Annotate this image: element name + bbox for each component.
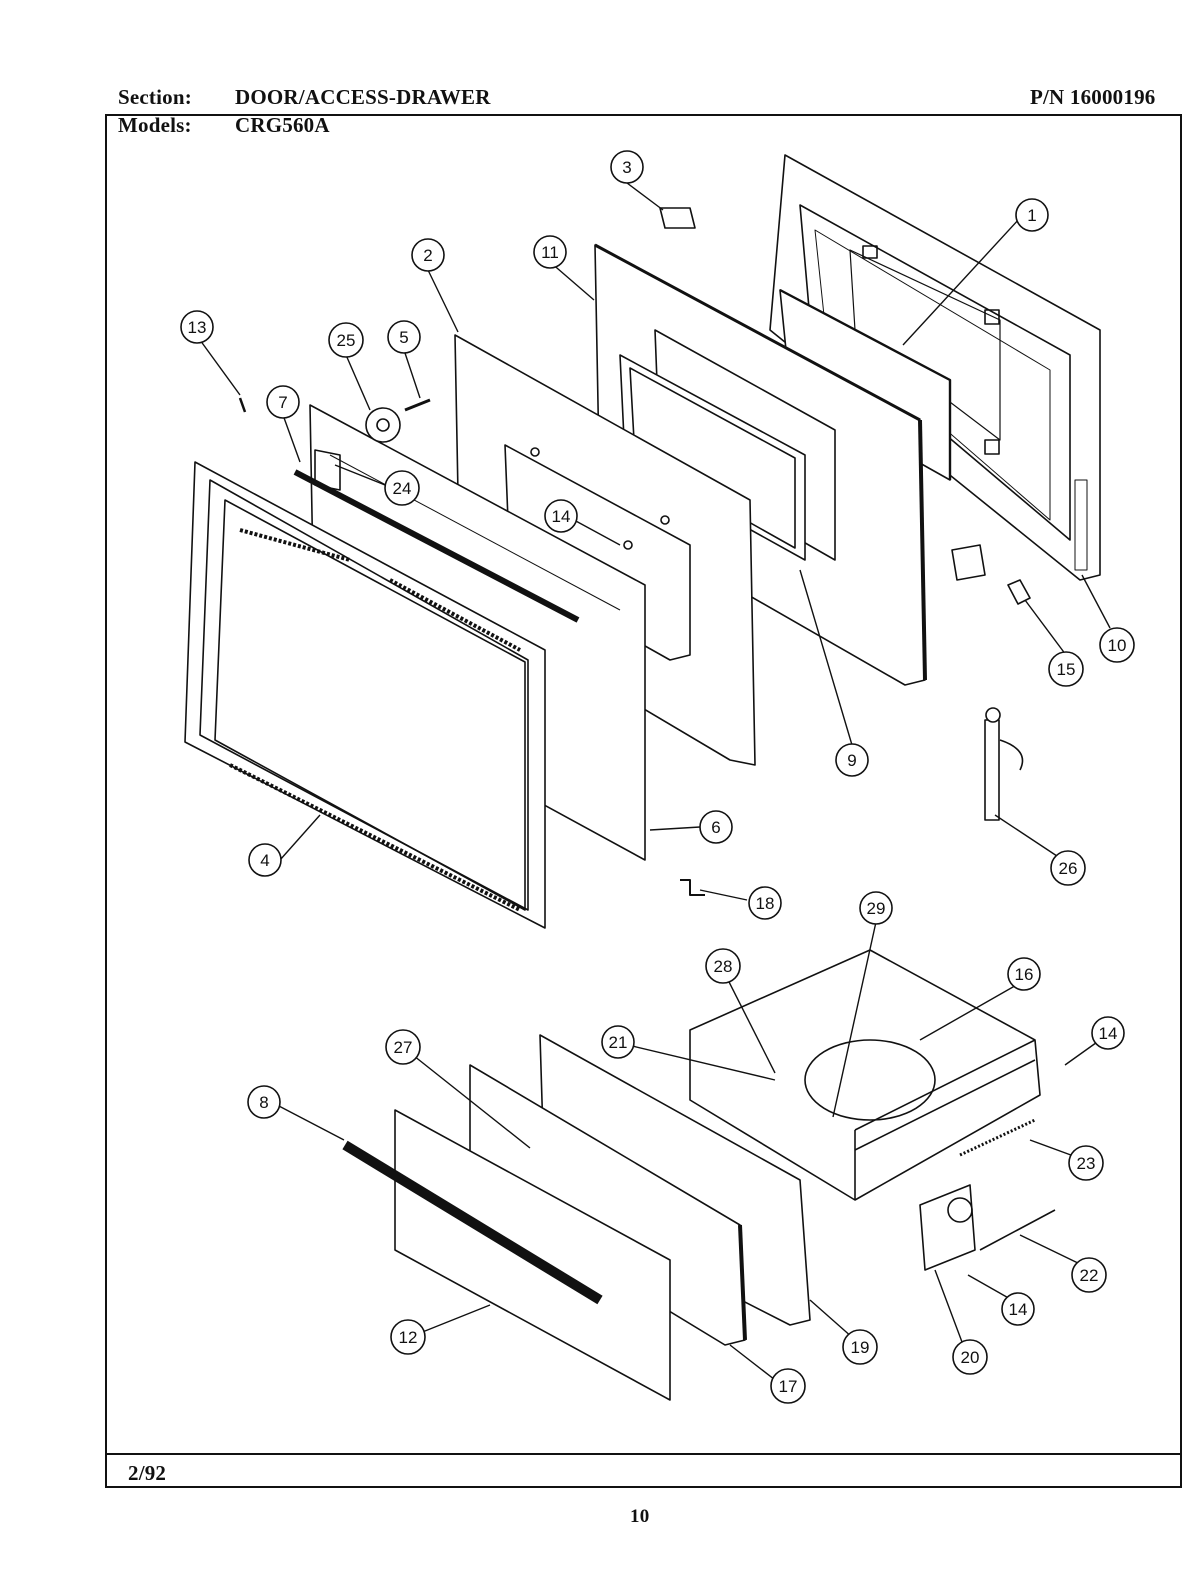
callout-23: 23: [1068, 1145, 1104, 1181]
callout-18: 18: [748, 886, 782, 920]
door-front-frame: [184, 461, 546, 929]
models-label: Models:: [118, 113, 192, 137]
svg-text:26: 26: [1059, 859, 1078, 878]
hinge-bracket-top: [659, 207, 696, 229]
callout-9: 9: [835, 743, 869, 777]
door-hinge: [984, 707, 1024, 821]
callout-28: 28: [705, 948, 741, 984]
svg-text:24: 24: [393, 479, 412, 498]
svg-text:15: 15: [1057, 660, 1076, 679]
leader-lines: [199, 182, 1111, 1384]
callout-14-a: 14: [544, 499, 578, 533]
screw: [404, 398, 431, 412]
svg-text:10: 10: [1108, 636, 1127, 655]
svg-text:3: 3: [622, 158, 631, 177]
callout-14-c: 14: [1001, 1292, 1035, 1326]
callout-19: 19: [842, 1329, 878, 1365]
svg-text:14: 14: [1009, 1300, 1028, 1319]
svg-text:19: 19: [851, 1338, 870, 1357]
svg-text:7: 7: [278, 393, 287, 412]
page-number: 10: [630, 1506, 650, 1527]
callout-1: 1: [1015, 198, 1049, 232]
latch-plug: [1007, 579, 1031, 605]
svg-text:1: 1: [1027, 206, 1036, 225]
callout-4: 4: [248, 843, 282, 877]
bushing: [365, 407, 401, 443]
svg-text:13: 13: [188, 318, 207, 337]
svg-text:20: 20: [961, 1348, 980, 1367]
models-value: CRG560A: [235, 113, 330, 137]
callout-12: 12: [390, 1319, 426, 1355]
callout-20: 20: [952, 1339, 988, 1375]
callout-21: 21: [601, 1025, 635, 1059]
door-outer-panel: [769, 154, 1101, 581]
svg-text:12: 12: [399, 1328, 418, 1347]
svg-text:17: 17: [779, 1377, 798, 1396]
svg-text:9: 9: [847, 751, 856, 770]
svg-text:21: 21: [609, 1033, 628, 1052]
callout-25: 25: [328, 322, 364, 358]
section-label: Section:: [118, 85, 192, 109]
window-frame: [619, 354, 806, 561]
svg-text:8: 8: [259, 1093, 268, 1112]
callout-22: 22: [1071, 1257, 1107, 1293]
drawer-bracket: [919, 1184, 976, 1271]
svg-text:11: 11: [541, 243, 559, 262]
callout-3: 3: [610, 150, 644, 184]
callout-2: 2: [411, 238, 445, 272]
footer-divider: [105, 1453, 1182, 1455]
svg-text:6: 6: [711, 818, 720, 837]
diagram-frame: [105, 114, 1182, 1488]
svg-text:25: 25: [337, 331, 356, 350]
clip: [680, 879, 705, 896]
svg-text:16: 16: [1015, 965, 1034, 984]
svg-text:22: 22: [1080, 1266, 1099, 1285]
callout-7: 7: [266, 385, 300, 419]
drawer-rod: [979, 1209, 1056, 1251]
callout-5: 5: [387, 320, 421, 354]
callout-29: 29: [859, 891, 893, 925]
hinge-bracket-side: [951, 544, 986, 581]
part-number: P/N 16000196: [1030, 85, 1156, 109]
callout-26: 26: [1050, 850, 1086, 886]
callout-14-b: 14: [1091, 1016, 1125, 1050]
footer-date: 2/92: [128, 1461, 167, 1485]
door-handle-rod: [293, 469, 580, 623]
svg-text:2: 2: [423, 246, 432, 265]
callout-27: 27: [385, 1029, 421, 1065]
callout-10: 10: [1099, 627, 1135, 663]
callout-24: 24: [384, 470, 420, 506]
svg-text:28: 28: [714, 957, 733, 976]
small-screw: [238, 397, 247, 413]
callout-6: 6: [699, 810, 733, 844]
svg-text:23: 23: [1077, 1154, 1096, 1173]
svg-text:14: 14: [1099, 1024, 1118, 1043]
callouts: 1 2 3 4 5 6 7 8 9 10 11 12 13 14 14 14 1…: [180, 150, 1135, 1404]
callout-17: 17: [770, 1368, 806, 1404]
callout-11: 11: [533, 235, 567, 269]
svg-text:14: 14: [552, 507, 571, 526]
drawer-handle: [342, 1140, 603, 1305]
callout-16: 16: [1007, 957, 1041, 991]
svg-text:27: 27: [394, 1038, 413, 1057]
callout-8: 8: [247, 1085, 281, 1119]
callout-13: 13: [180, 310, 214, 344]
section-value: DOOR/ACCESS-DRAWER: [235, 85, 491, 109]
callout-15: 15: [1048, 651, 1084, 687]
svg-text:29: 29: [867, 899, 886, 918]
svg-text:18: 18: [756, 894, 775, 913]
svg-text:4: 4: [260, 851, 269, 870]
svg-text:5: 5: [399, 328, 408, 347]
drawer-spring: [959, 1118, 1036, 1157]
